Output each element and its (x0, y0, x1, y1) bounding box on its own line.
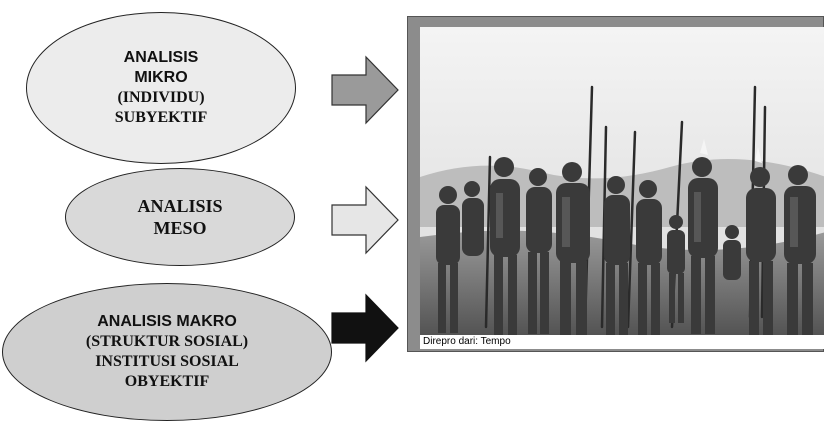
mikro-line-3: (INDIVIDU) (117, 89, 205, 106)
makro-line-4: OBYEKTIF (124, 373, 210, 390)
meso-line-1: ANALISIS (137, 196, 223, 216)
makro-line-2: (STRUKTUR SOSIAL) (85, 333, 249, 350)
analisis-mikro-ellipse: ANALISIS MIKRO (INDIVIDU) SUBYEKTIF (26, 12, 296, 164)
arrow-right-icon-meso (331, 185, 399, 255)
arrow-right-icon-mikro (331, 55, 399, 125)
makro-line-3: INSTITUSI SOSIAL (95, 353, 239, 370)
meso-line-2: MESO (153, 218, 207, 238)
group-photo-illustration (420, 27, 824, 349)
photo-image: Direpro dari: Tempo (420, 27, 824, 349)
mikro-line-1: ANALISIS (123, 49, 199, 66)
analisis-makro-ellipse: ANALISIS MAKRO (STRUKTUR SOSIAL) INSTITU… (2, 283, 332, 421)
mikro-line-2: MIKRO (134, 69, 188, 86)
photo-caption: Direpro dari: Tempo (420, 335, 824, 349)
photo-frame: Direpro dari: Tempo (407, 16, 824, 352)
arrow-right-icon-makro (331, 293, 399, 363)
analisis-meso-ellipse: ANALISIS MESO (65, 168, 295, 266)
mikro-line-4: SUBYEKTIF (114, 109, 208, 126)
makro-line-1: ANALISIS MAKRO (97, 313, 237, 330)
